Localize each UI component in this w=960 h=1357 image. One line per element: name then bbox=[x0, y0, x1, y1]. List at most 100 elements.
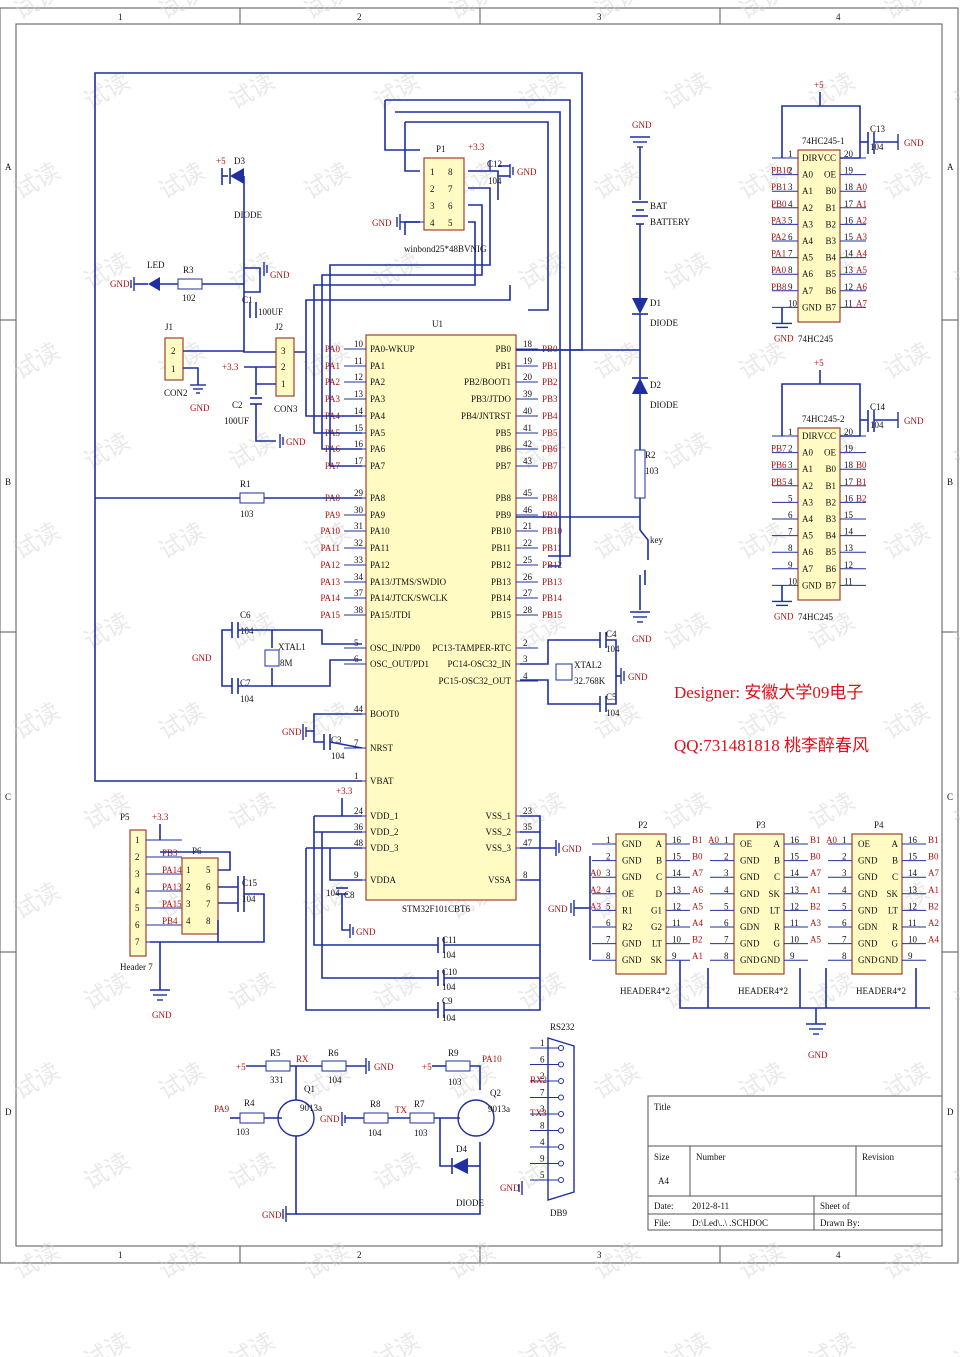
flash-pin-4: 4 bbox=[430, 218, 435, 228]
flash-pin-7: 7 bbox=[448, 184, 453, 194]
header-part: HEADER4*2 bbox=[620, 986, 670, 996]
header-pin-number: 3 bbox=[606, 868, 611, 878]
header-ground: GND GND bbox=[548, 856, 930, 1060]
tb-file-label: File: bbox=[654, 1218, 671, 1228]
q1-part: 9013a bbox=[300, 1103, 322, 1113]
header-net-label: A1 bbox=[692, 951, 703, 961]
mcu-pin-name: PB7 bbox=[495, 461, 511, 471]
mcu-net-label: PB14 bbox=[542, 593, 563, 603]
vdd-33: +3.3 bbox=[336, 786, 353, 796]
watermark-text: 试读 bbox=[879, 337, 935, 385]
header-pin-label: GND bbox=[858, 872, 878, 882]
frame-col-3: 3 bbox=[597, 12, 602, 22]
header-ref: P4 bbox=[874, 820, 884, 830]
c11-value: 104 bbox=[442, 950, 456, 960]
tb-size-label: Size bbox=[654, 1152, 670, 1162]
db9-pin-contact bbox=[558, 1111, 564, 1117]
header-pin-number: 13 bbox=[672, 885, 682, 895]
buffer-cap-gnd-label: GND bbox=[904, 416, 924, 426]
buffer-pin-label: A4 bbox=[802, 236, 813, 246]
db9-pin-contact bbox=[558, 1144, 564, 1150]
mcu-pin-name: PB2/BOOT1 bbox=[464, 377, 511, 387]
header-gnd: GND bbox=[808, 1050, 828, 1060]
buffer-part: 74HC245 bbox=[798, 612, 834, 622]
header-pin-number: 10 bbox=[908, 935, 918, 945]
buffer-cap-value: 104 bbox=[870, 142, 884, 152]
mcu-pin-name: PC14-OSC32_IN bbox=[447, 659, 511, 669]
buffer-pin-number: 4 bbox=[788, 199, 793, 209]
watermark-text: 试读 bbox=[444, 1237, 500, 1285]
watermark-text: 试读 bbox=[879, 157, 935, 205]
db9-pin-number: 1 bbox=[540, 1038, 545, 1048]
c10-value: 104 bbox=[442, 982, 456, 992]
header-pin-number: 1 bbox=[606, 835, 611, 845]
r8-value: 104 bbox=[368, 1128, 382, 1138]
buffer-supply: +5 bbox=[814, 80, 824, 90]
watermark-text: 试读 bbox=[879, 697, 935, 745]
c5-ref: C5 bbox=[606, 692, 617, 702]
mcu-pin-name: PA2 bbox=[370, 377, 385, 387]
frame-row-d: D bbox=[5, 1107, 12, 1117]
buffer-pin-number: 10 bbox=[788, 576, 798, 586]
q1-ref: Q1 bbox=[304, 1084, 315, 1094]
p6-pin-number: 7 bbox=[206, 899, 211, 909]
buffer-pin-number: 9 bbox=[788, 282, 793, 292]
mcu-pin-number: 22 bbox=[523, 538, 532, 548]
buffer-pin-number: 13 bbox=[844, 543, 854, 553]
watermark-text: 试读 bbox=[514, 967, 570, 1015]
mcu-net-label: PA0 bbox=[325, 344, 341, 354]
header-pin-label: A bbox=[656, 839, 663, 849]
header-pin-number: 2 bbox=[606, 852, 611, 862]
buffer-pin-label: B2 bbox=[825, 497, 836, 507]
db9-pin-number: 7 bbox=[540, 1088, 545, 1098]
buffer-pin-number: 13 bbox=[844, 265, 854, 275]
header-net-label: A0 bbox=[826, 835, 837, 845]
buffer-pin-number: 20 bbox=[844, 149, 854, 159]
mcu-net-label: PA11 bbox=[321, 543, 340, 553]
mcu-net-label: PA2 bbox=[325, 377, 340, 387]
mcu-part: STM32F101CBT6 bbox=[402, 904, 471, 914]
header-net-label: A7 bbox=[928, 868, 939, 878]
c1-value: 100UF bbox=[258, 307, 283, 317]
mcu-net-label: PB6 bbox=[542, 444, 558, 454]
mcu-pin-name: VBAT bbox=[370, 776, 394, 786]
key-ref: key bbox=[650, 535, 663, 545]
mcu-pin-name: PA3 bbox=[370, 394, 386, 404]
d2-ref: D2 bbox=[650, 380, 661, 390]
mcu-pin-number: 31 bbox=[354, 521, 363, 531]
flash-part: winbond25*48BVNIG bbox=[404, 244, 487, 254]
header-pin-label: GND bbox=[740, 905, 760, 915]
flash-pin-2: 2 bbox=[430, 184, 435, 194]
buffer-pin-label: B1 bbox=[825, 481, 836, 491]
d3-ref: D3 bbox=[234, 156, 245, 166]
mcu-pin-number: 32 bbox=[354, 538, 363, 548]
watermark-text: 试读 bbox=[804, 787, 860, 835]
c9-ref: C9 bbox=[442, 996, 453, 1006]
buffer-pin-number: 7 bbox=[788, 527, 793, 537]
header-pin-number: 11 bbox=[672, 918, 681, 928]
watermark-text: 试读 bbox=[154, 157, 210, 205]
frame-col-1-bottom: 1 bbox=[118, 1250, 123, 1260]
r9-value: 103 bbox=[448, 1077, 462, 1087]
c15-value: 104 bbox=[242, 894, 256, 904]
watermark-text: 试读 bbox=[589, 1057, 645, 1105]
c7-ref: C7 bbox=[240, 678, 251, 688]
header-pin-label: GND bbox=[622, 856, 642, 866]
mcu-pin-number: 12 bbox=[354, 372, 363, 382]
p6-ref: P6 bbox=[192, 846, 202, 856]
buffer-pin-number: 8 bbox=[788, 543, 793, 553]
r6-ref: R6 bbox=[328, 1048, 339, 1058]
mcu-pin-name: PC13-TAMPER-RTC bbox=[432, 643, 511, 653]
j2-pin-3: 3 bbox=[281, 346, 286, 356]
watermark-text: 试读 bbox=[9, 697, 65, 745]
buffer-ref: 74HC245-1 bbox=[802, 136, 845, 146]
header-pin-number: 1 bbox=[842, 835, 847, 845]
buffer-pin-label: B7 bbox=[825, 580, 836, 590]
header-pin-number: 9 bbox=[908, 951, 913, 961]
header-pin-label: OE bbox=[740, 839, 752, 849]
mcu-net-label: PA15 bbox=[320, 610, 340, 620]
mcu-pin-name: PA12 bbox=[370, 560, 390, 570]
bat-part: BATTERY bbox=[650, 217, 691, 227]
header-net-label: A4 bbox=[928, 935, 939, 945]
header-pin-number: 6 bbox=[606, 918, 611, 928]
